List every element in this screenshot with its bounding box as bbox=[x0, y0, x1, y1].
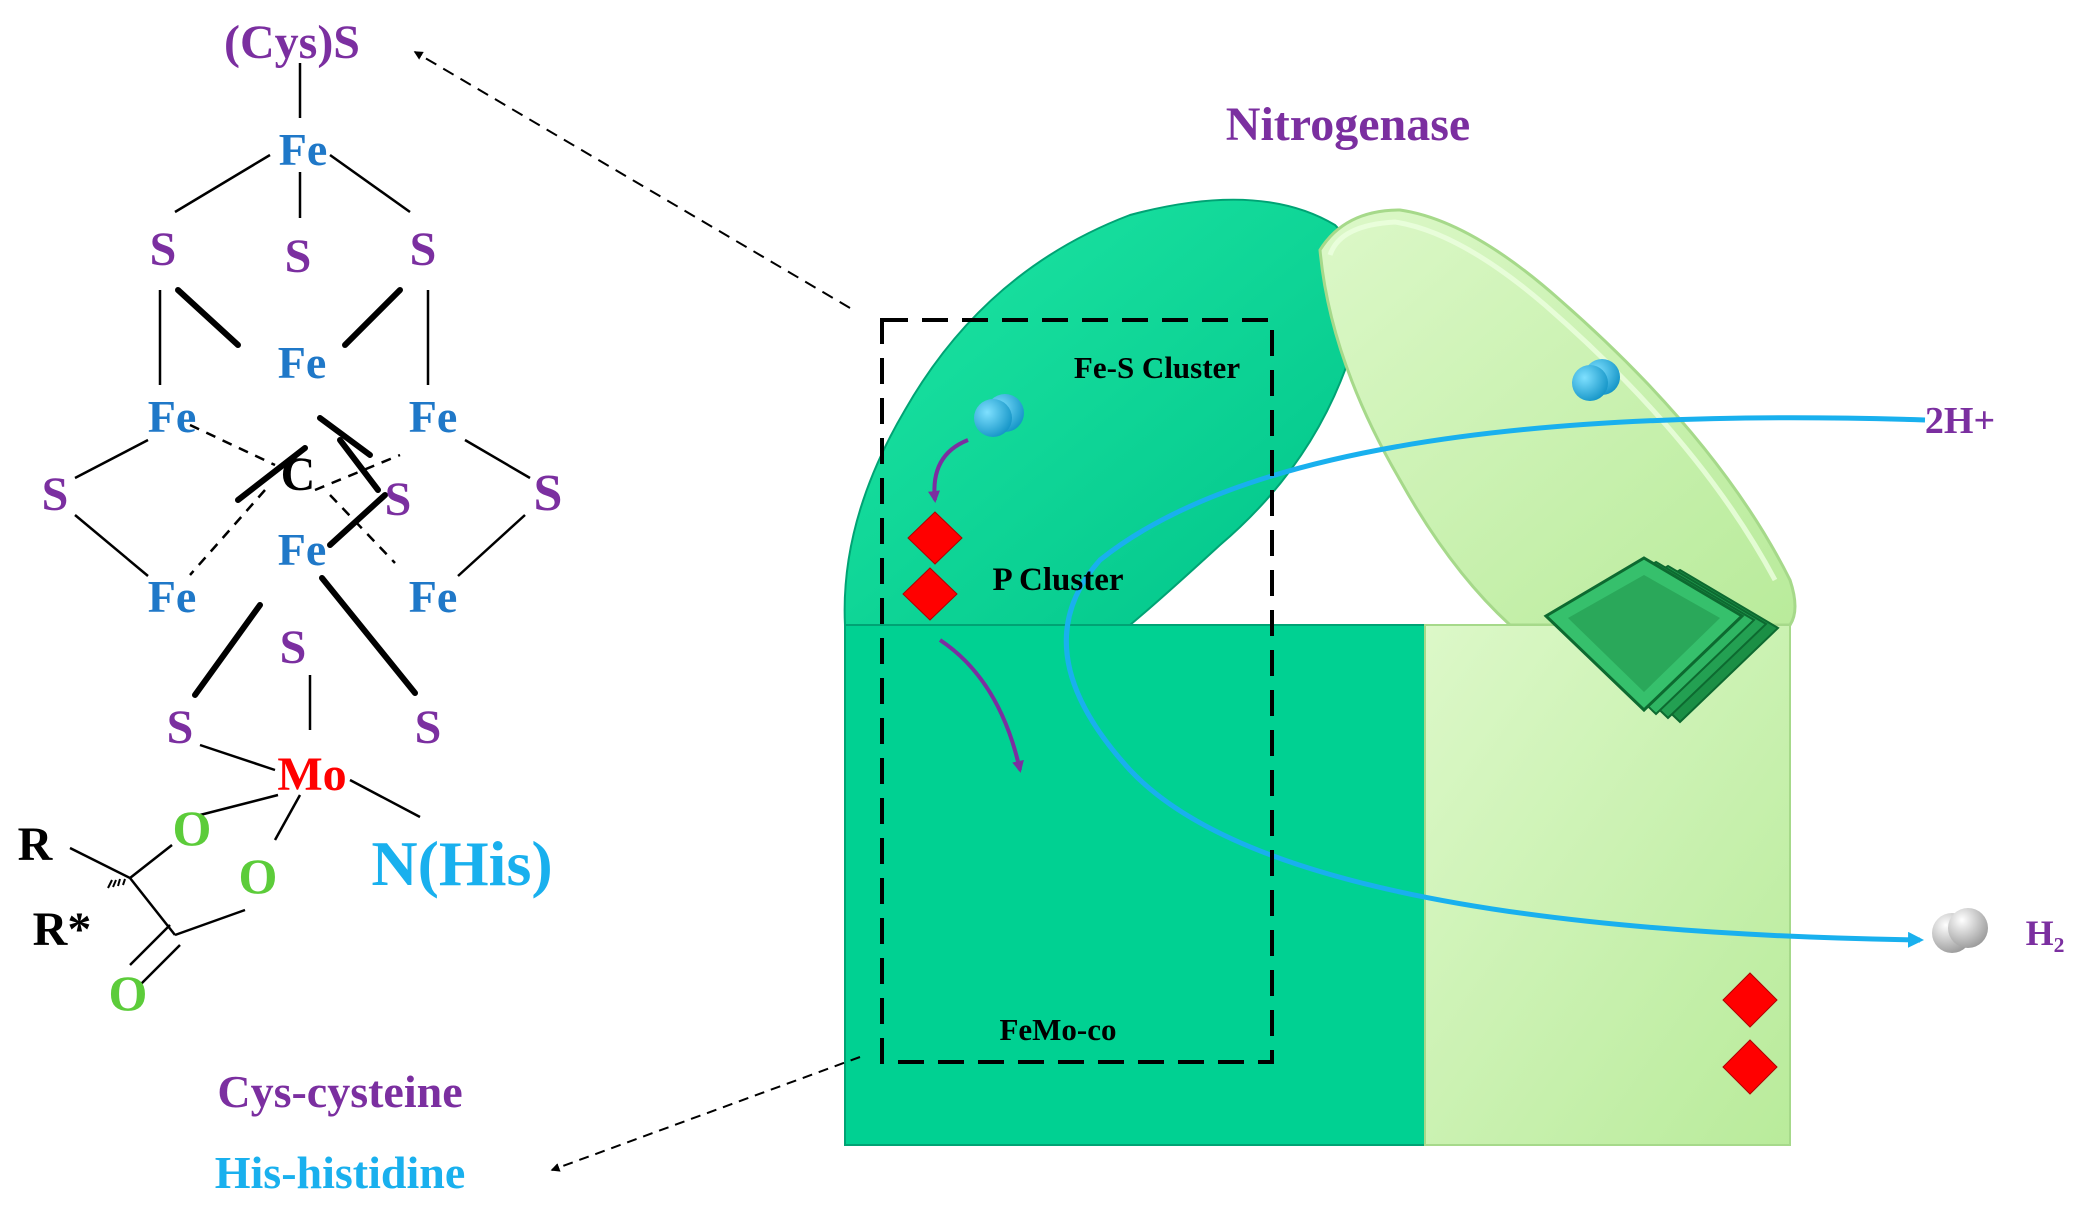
label-2h-plus: 2H+ bbox=[1925, 400, 1995, 442]
atom-fe-center-low: Fe bbox=[278, 524, 327, 575]
fe-protein-dome bbox=[843, 198, 1363, 626]
protein-labels: Nitrogenase Fe-S Cluster P Cluster FeMo-… bbox=[992, 98, 2064, 1047]
mofe-protein-dome bbox=[1318, 208, 1797, 627]
atom-fe-mid-center: Fe bbox=[278, 337, 327, 388]
label-h2: H₂ bbox=[2026, 913, 2065, 953]
atom-c-center: C bbox=[281, 448, 316, 501]
legend: Cys-cysteine His-histidine bbox=[215, 1066, 466, 1198]
fe-protein-block bbox=[844, 624, 1426, 1146]
protein-schematic bbox=[843, 198, 1988, 1146]
pointer-arrow-to-structure bbox=[413, 51, 851, 309]
fe-s-cluster-sphere-right bbox=[1572, 359, 1620, 401]
atom-fe-top: Fe bbox=[279, 124, 328, 175]
p-cluster-diamonds-right bbox=[1722, 972, 1778, 1095]
atom-labels: (Cys)S Fe S S S Fe Fe Fe S C S S Fe Fe F… bbox=[18, 16, 563, 1021]
n-his-label: N(His) bbox=[371, 828, 552, 899]
femo-cofactor-structure bbox=[69, 63, 531, 986]
legend-his: His-histidine bbox=[215, 1147, 466, 1198]
p-cluster-diamonds bbox=[902, 511, 963, 621]
atom-o-lower: O bbox=[239, 848, 278, 904]
femo-co-stack bbox=[1543, 556, 1780, 724]
atom-s-lower-center: S bbox=[280, 621, 307, 674]
label-femo-co: FeMo-co bbox=[999, 1012, 1116, 1047]
label-p-cluster: P Cluster bbox=[992, 562, 1123, 598]
electron-flow-arrow-1 bbox=[928, 438, 969, 503]
electron-flow-arrow-2 bbox=[938, 638, 1024, 773]
mofe-protein-block bbox=[1424, 624, 1791, 1146]
legend-cys: Cys-cysteine bbox=[217, 1066, 462, 1117]
pointer-arrow-to-legend bbox=[550, 1056, 861, 1172]
label-fe-s-cluster: Fe-S Cluster bbox=[1074, 350, 1240, 385]
atom-fe-left: Fe bbox=[148, 391, 197, 442]
atom-r-star: R* bbox=[33, 903, 92, 956]
highlight-box bbox=[880, 318, 1274, 1064]
atom-o-carbonyl: O bbox=[109, 965, 148, 1021]
atom-fe-bottom-left: Fe bbox=[148, 571, 197, 622]
atom-s-center-right: S bbox=[385, 473, 412, 526]
atom-s-right: S bbox=[534, 465, 563, 522]
atom-s-row1-mid: S bbox=[285, 230, 312, 283]
atom-s-row1-left: S bbox=[150, 223, 177, 276]
atom-fe-bottom-right: Fe bbox=[409, 571, 458, 622]
h2-molecule bbox=[1932, 908, 1988, 953]
cys-s-label: (Cys)S bbox=[224, 16, 360, 69]
atom-s-left: S bbox=[42, 468, 69, 521]
atom-o-upper: O bbox=[173, 800, 212, 856]
fe-s-cluster-sphere-left bbox=[974, 394, 1024, 437]
atom-s-bottom-left: S bbox=[167, 701, 194, 754]
proton-path-arrow bbox=[1063, 415, 1926, 948]
atom-s-bottom-right: S bbox=[415, 701, 442, 754]
atom-mo: Mo bbox=[277, 748, 346, 801]
atom-s-row1-right: S bbox=[410, 223, 437, 276]
atom-r: R bbox=[18, 818, 54, 871]
title-nitrogenase: Nitrogenase bbox=[1226, 98, 1470, 151]
atom-fe-right: Fe bbox=[409, 391, 458, 442]
